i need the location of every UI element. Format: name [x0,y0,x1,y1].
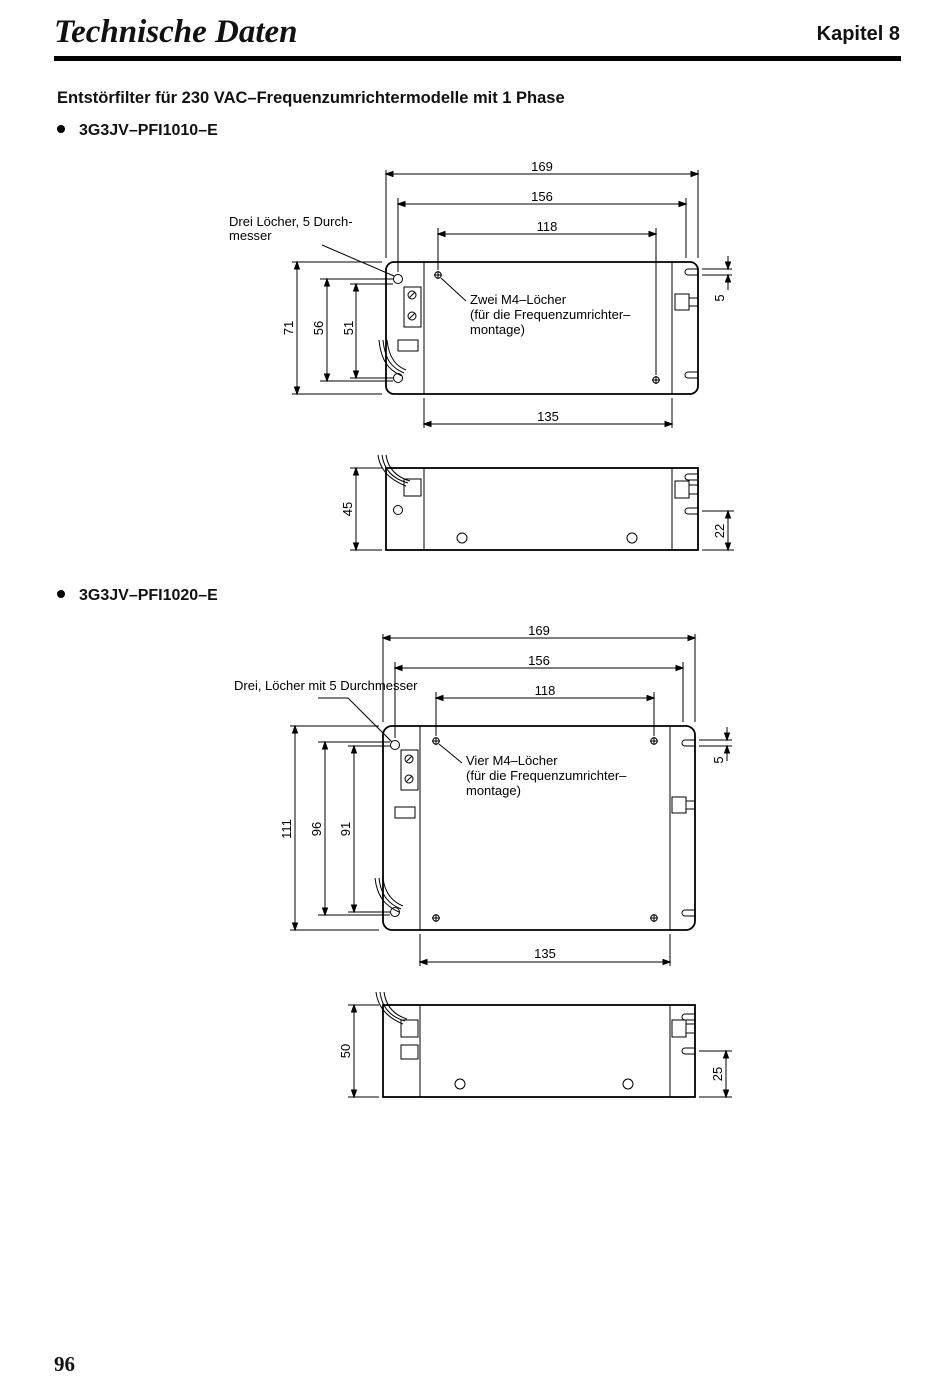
model-heading-2: 3G3JV–PFI1020–E [57,585,218,607]
model-name-2: 3G3JV–PFI1020–E [79,587,218,604]
drawing-model-2-svg: 169 156 118 135 111 96 91 5 Drei, Löcher… [234,623,732,1099]
note-m4-line2-1: (für die Frequenzumrichter– [470,307,631,322]
drawing-model-1: 169 156 118 135 71 56 51 5 Drei Löcher, … [0,150,950,560]
note-holes-line2-1: messer [229,228,272,243]
dim-label-height-mid-1: 56 [311,321,326,335]
dim-label-side-right-2: 25 [710,1067,725,1081]
dim-label-side-height-2: 50 [338,1044,353,1058]
header-rule [54,56,901,61]
note-m4-line2-2: (für die Frequenzumrichter– [466,768,627,783]
dim-label-side-right-1: 22 [712,524,727,538]
dim-label-width-mid-1: 156 [531,189,553,204]
note-holes-2: Drei, Löcher mit 5 Durchmesser [234,678,418,693]
dim-label-side-height-1: 45 [340,502,355,516]
dim-label-hole-spacing-1: 118 [537,219,558,234]
section-heading: Entstörfilter für 230 VAC–Frequenzumrich… [57,89,565,107]
dim-label-height-total-1: 71 [281,321,296,335]
bullet-icon [57,125,65,133]
page-title: Technische Daten [54,14,298,50]
page-number: 96 [54,1352,75,1376]
note-m4-line1-1: Zwei M4–Löcher [470,292,567,307]
model-heading-1: 3G3JV–PFI1010–E [57,120,218,142]
dim-label-hole-spacing-2: 118 [535,683,556,698]
dim-label-height-total-2: 111 [279,819,294,839]
filter-body-top-view-2 [382,725,696,931]
dim-label-height-mid-2: 96 [309,822,324,836]
chapter-label: Kapitel 8 [816,23,900,45]
filter-body-side-view-2 [382,1004,696,1098]
bullet-icon [57,590,65,598]
dim-label-width-mid-2: 156 [528,653,550,668]
dim-label-width-total-2: 169 [528,623,550,638]
drawing-model-2: 169 156 118 135 111 96 91 5 Drei, Löcher… [0,615,950,1105]
filter-body-top-view-1 [385,261,699,395]
note-m4-line3-2: montage) [466,783,521,798]
dim-label-height-holes-1: 51 [341,321,356,335]
dim-label-bottom-2: 135 [534,946,556,961]
model-name-1: 3G3JV–PFI1010–E [79,122,218,139]
note-holes-line1-1: Drei Löcher, 5 Durch- [229,214,353,229]
dim-label-slot-offset-1: 5 [712,294,727,301]
dim-label-width-total-1: 169 [531,159,553,174]
note-m4-line1-2: Vier M4–Löcher [466,753,558,768]
drawing-model-1-svg: 169 156 118 135 71 56 51 5 Drei Löcher, … [229,159,734,552]
dim-label-slot-offset-2: 5 [711,756,726,763]
dim-label-height-holes-2: 91 [338,822,353,836]
note-m4-line3-1: montage) [470,322,525,337]
filter-body-side-view-1 [385,467,699,551]
dim-label-bottom-1: 135 [537,409,559,424]
